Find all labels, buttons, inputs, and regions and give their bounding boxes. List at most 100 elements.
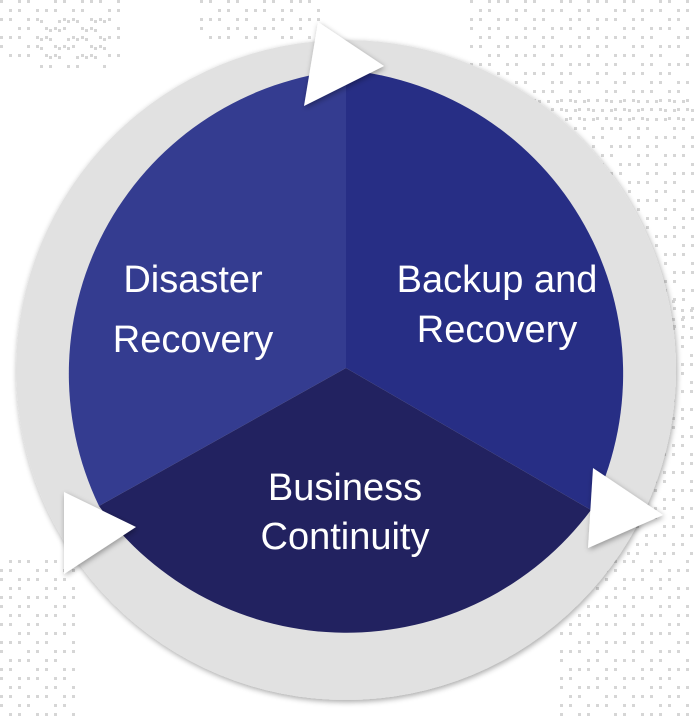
segment-business-continuity	[99, 368, 591, 633]
label-disaster-line1: Disaster	[123, 259, 263, 301]
map-dot	[263, 9, 266, 12]
map-dot	[556, 100, 559, 103]
map-dot	[524, 9, 527, 12]
map-dot	[583, 118, 586, 121]
map-dot	[632, 117, 635, 120]
map-dot	[677, 686, 680, 689]
map-dot	[681, 417, 684, 420]
map-dot	[18, 704, 21, 707]
map-dot	[691, 163, 694, 166]
map-dot	[673, 136, 676, 139]
map-dot	[569, 63, 572, 66]
map-dot	[686, 605, 689, 608]
map-dot	[524, 54, 527, 57]
map-dot	[72, 668, 75, 671]
map-dot	[236, 18, 239, 21]
map-dot	[54, 578, 57, 581]
map-dot	[632, 659, 635, 662]
map-dot	[18, 27, 21, 30]
map-dot	[682, 244, 685, 247]
map-dot	[254, 9, 257, 12]
map-dot	[659, 677, 662, 680]
map-dot	[605, 578, 608, 581]
map-dot	[36, 596, 39, 599]
map-dot	[63, 605, 66, 608]
map-dot	[542, 45, 545, 48]
map-dot	[578, 650, 581, 653]
map-dot	[76, 20, 79, 23]
map-dot	[54, 677, 57, 680]
map-dot	[632, 605, 635, 608]
map-dot	[18, 36, 21, 39]
map-dot	[36, 713, 39, 716]
map-dot	[76, 38, 79, 41]
map-dot	[551, 36, 554, 39]
map-dot	[0, 695, 3, 698]
map-dot	[655, 100, 658, 103]
map-dot	[663, 507, 666, 510]
map-dot	[506, 45, 509, 48]
map-dot	[569, 0, 572, 3]
map-dot	[236, 0, 239, 3]
map-dot	[0, 0, 3, 3]
map-dot	[587, 686, 590, 689]
map-dot	[547, 100, 550, 103]
map-dot	[646, 118, 649, 121]
map-dot	[9, 614, 12, 617]
map-dot	[681, 363, 684, 366]
map-dot	[646, 145, 649, 148]
map-dot	[664, 136, 667, 139]
map-dot	[664, 163, 667, 166]
map-dot	[677, 587, 680, 590]
map-dot	[686, 36, 689, 39]
map-dot	[632, 623, 635, 626]
map-dot	[637, 109, 640, 112]
map-dot	[686, 614, 689, 617]
arrow-left-icon	[64, 492, 136, 574]
map-dot	[54, 560, 57, 563]
map-dot	[0, 569, 3, 572]
map-dot	[659, 587, 662, 590]
map-dot	[673, 127, 676, 130]
map-dot	[672, 552, 675, 555]
map-dot	[27, 0, 30, 3]
map-dot	[610, 100, 613, 103]
map-dot	[650, 596, 653, 599]
map-dot	[628, 136, 631, 139]
map-dot	[596, 99, 599, 102]
map-dot	[690, 480, 693, 483]
map-dot	[227, 36, 230, 39]
map-dot	[81, 27, 84, 30]
map-dot	[623, 614, 626, 617]
map-dot	[281, 18, 284, 21]
map-dot	[497, 54, 500, 57]
map-dot	[681, 309, 684, 312]
map-dot	[479, 45, 482, 48]
map-dot	[470, 0, 473, 3]
map-dot	[560, 677, 563, 680]
map-dot	[690, 453, 693, 456]
arrow-right-icon	[588, 468, 663, 548]
map-dot	[67, 20, 70, 23]
map-dot	[587, 704, 590, 707]
map-dot	[659, 99, 662, 102]
map-dot	[601, 136, 604, 139]
map-dot	[583, 100, 586, 103]
map-dot	[36, 641, 39, 644]
map-dot	[58, 47, 61, 50]
map-dot	[619, 172, 622, 175]
map-dot	[99, 18, 102, 21]
map-dot	[614, 63, 617, 66]
map-dot	[614, 81, 617, 84]
map-dot	[36, 614, 39, 617]
map-dot	[641, 18, 644, 21]
map-dot	[560, 72, 563, 75]
map-dot	[673, 271, 676, 274]
map-dot	[664, 235, 667, 238]
map-dot	[209, 18, 212, 21]
map-dot	[682, 145, 685, 148]
map-dot	[650, 9, 653, 12]
map-dot	[673, 253, 676, 256]
map-dot	[664, 253, 667, 256]
map-dot	[637, 199, 640, 202]
